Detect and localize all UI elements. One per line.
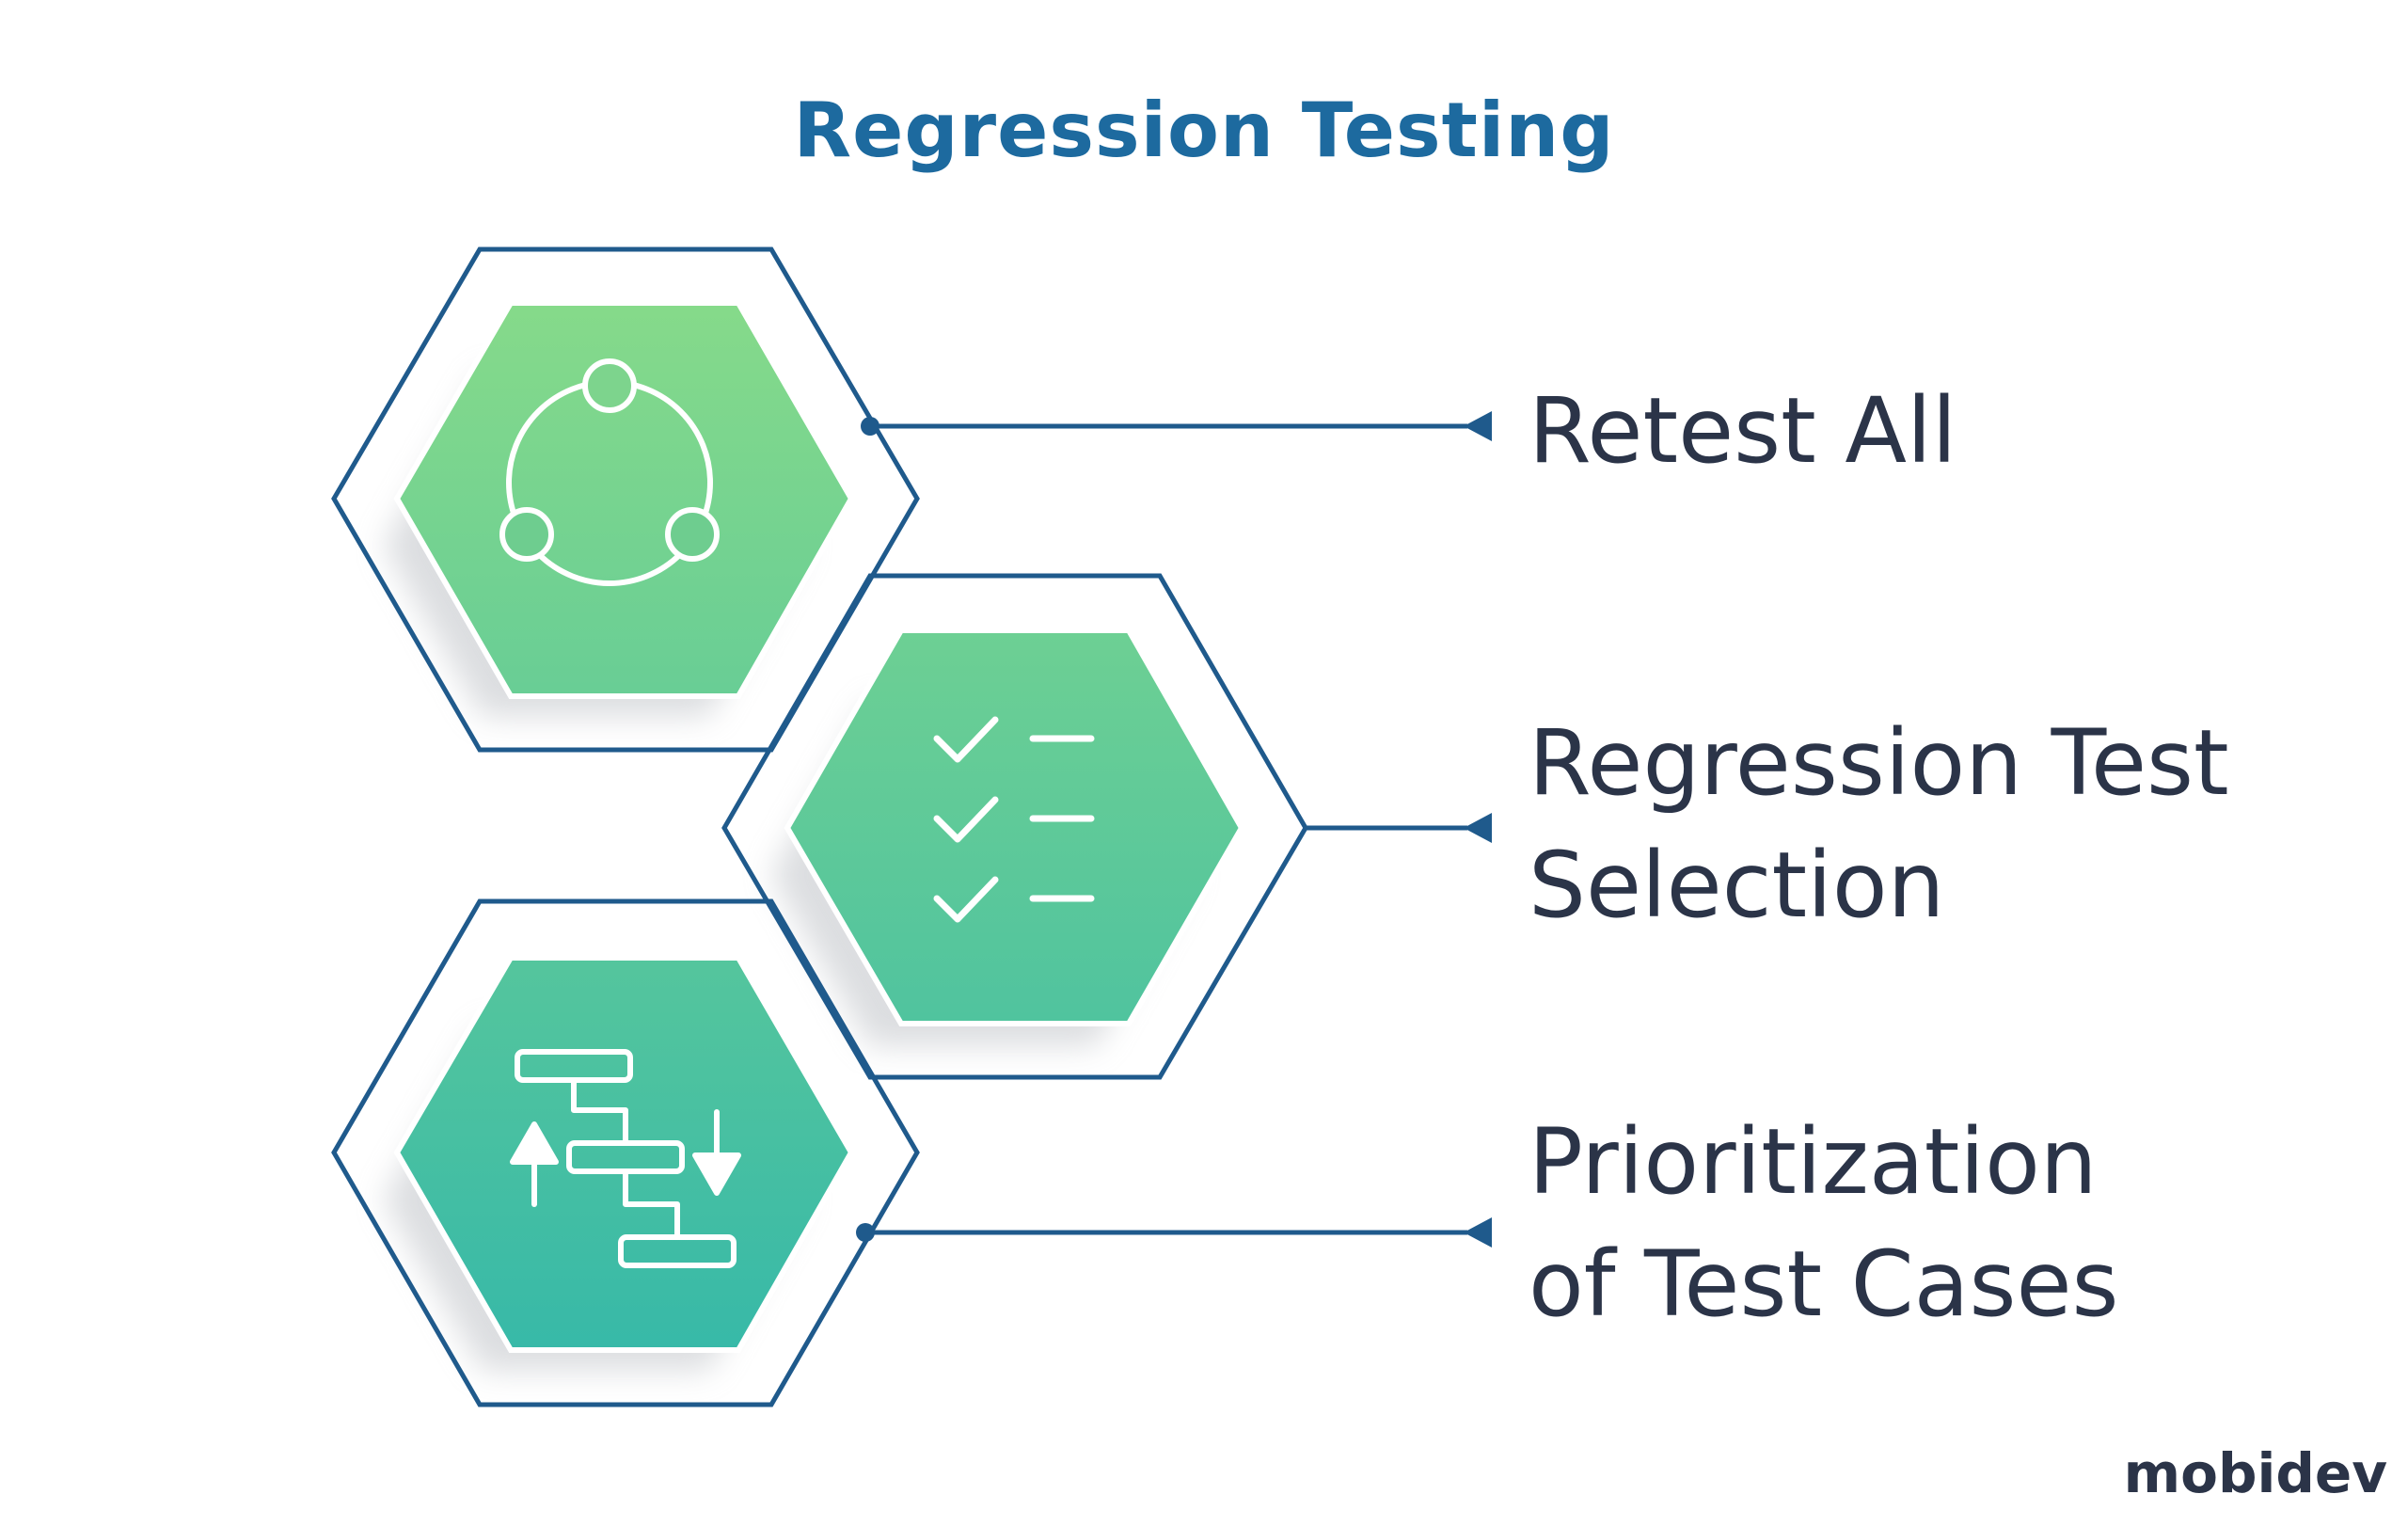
label-line: Selection <box>1529 833 1945 938</box>
hexagon-regression-test-selection <box>721 573 1308 1080</box>
connector-3 <box>856 1217 1492 1248</box>
flowchart-priority-icon <box>510 1049 741 1268</box>
label-line: of Test Cases <box>1529 1232 2119 1337</box>
label-line: Retest All <box>1529 378 1957 484</box>
connector-2 <box>1306 813 1492 843</box>
label-retest-all: Retest All <box>1529 370 1956 492</box>
label-regression-test-selection: Regression Test Selection <box>1529 702 2229 946</box>
label-line: Prioritization <box>1529 1109 2098 1215</box>
page-title: Regression Testing <box>793 87 1615 174</box>
connector-1 <box>861 411 1492 441</box>
hexagon-prioritization <box>331 898 920 1407</box>
mobidev-logo: mobidev <box>2123 1441 2387 1505</box>
cycle-nodes-icon <box>499 358 720 586</box>
hexagon-retest-all <box>331 246 920 753</box>
checklist-icon <box>933 716 1095 923</box>
label-prioritization: Prioritization of Test Cases <box>1529 1101 2119 1345</box>
label-line: Regression Test <box>1529 710 2229 816</box>
